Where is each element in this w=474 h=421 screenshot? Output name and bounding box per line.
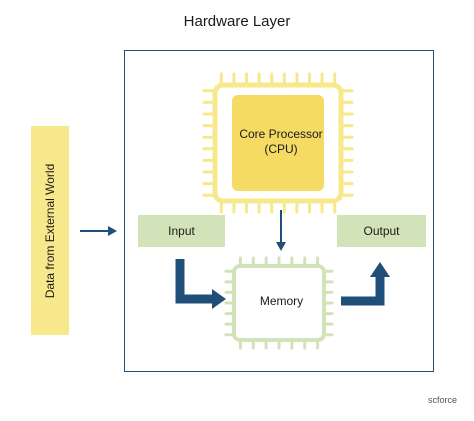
cpu-label: Core Processor (CPU) <box>232 127 330 157</box>
cpu-core <box>232 95 324 191</box>
cpu-label-line2: (CPU) <box>264 142 298 156</box>
hardware-layer-frame <box>124 50 434 372</box>
cpu-to-memory-arrow <box>276 210 286 251</box>
brand-logo: scforce <box>428 395 458 405</box>
memory-label: Memory <box>259 294 304 308</box>
input-box: Input <box>138 215 225 247</box>
output-box: Output <box>337 215 426 247</box>
input-to-memory-arrow <box>175 259 226 309</box>
memory-to-output-arrow <box>341 262 390 306</box>
cpu-label-line1: Core Processor <box>239 127 323 141</box>
diagram-title: Hardware Layer <box>183 13 291 30</box>
memory-chip-icon <box>224 256 334 350</box>
external-to-input-arrow <box>80 226 117 236</box>
memory-chip-body <box>232 264 326 342</box>
external-data-bar: Data from External World <box>31 126 69 335</box>
